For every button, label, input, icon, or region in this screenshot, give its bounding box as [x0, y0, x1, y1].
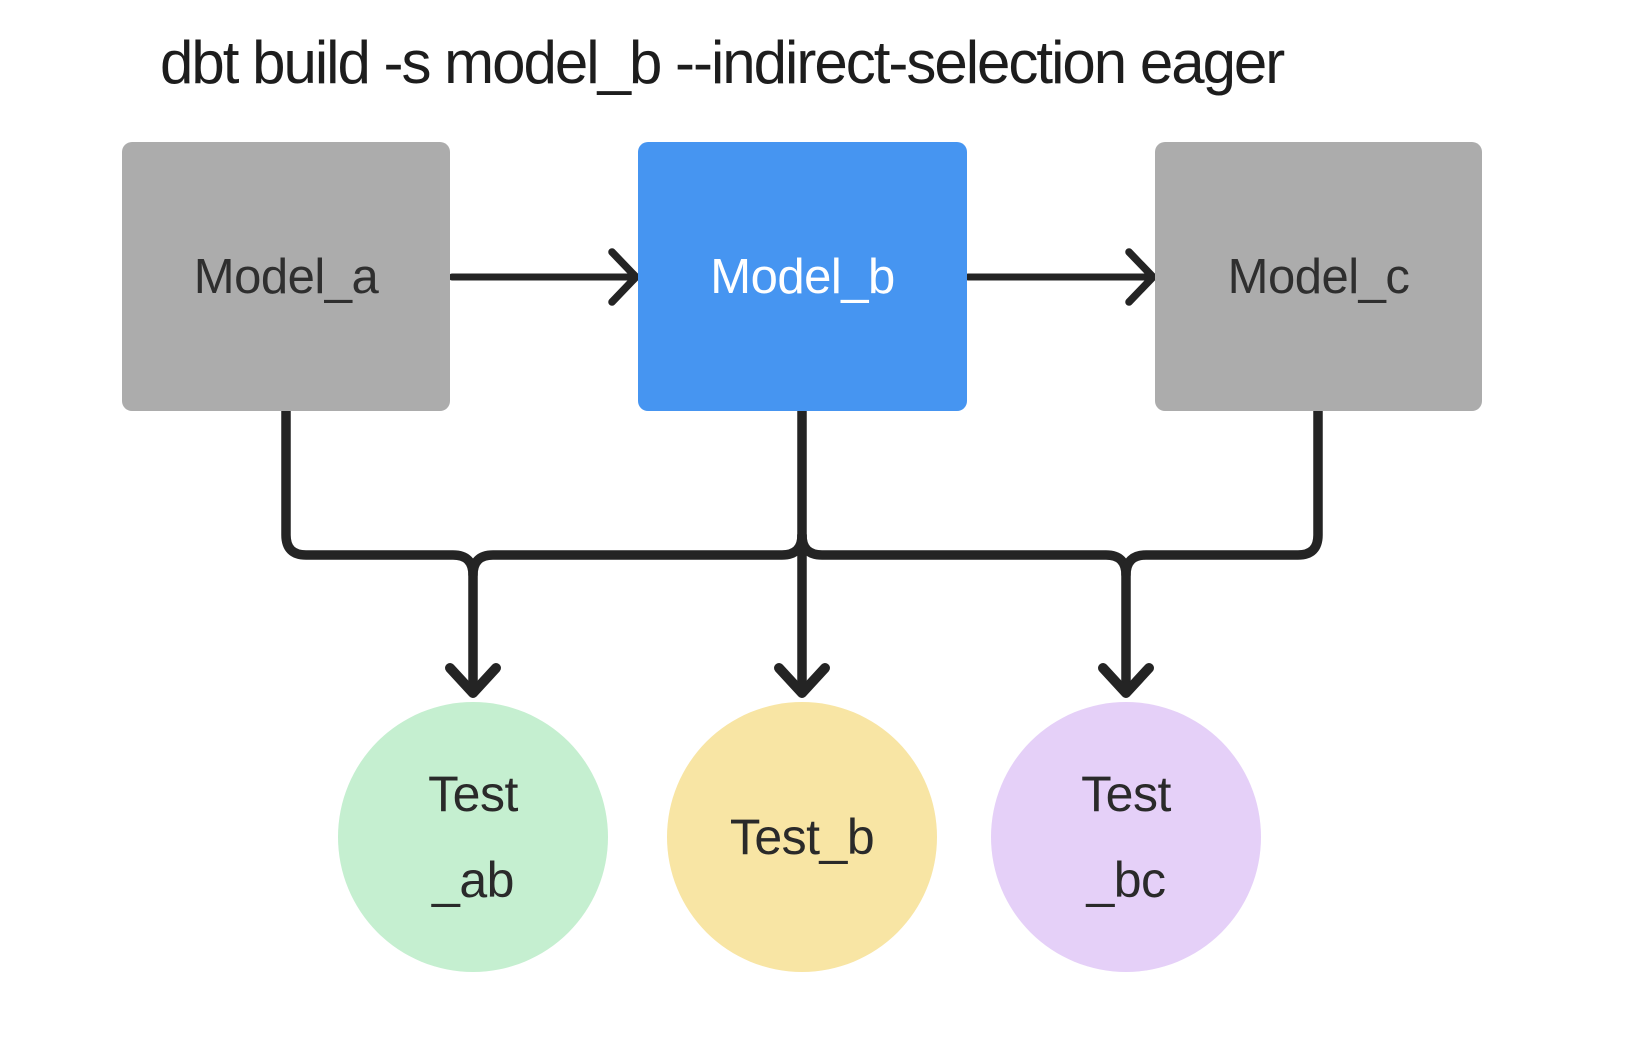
node-test-ab-label-line2: _ab	[432, 852, 514, 908]
node-test-bc-label-line2: _bc	[1086, 852, 1166, 908]
arrowhead-test-bc	[1098, 663, 1154, 698]
tree-bus-right	[797, 530, 1131, 693]
node-model-a: Model_a	[122, 142, 450, 411]
tree-bus-left	[468, 530, 807, 580]
node-test-ab: Test _ab	[338, 702, 608, 972]
node-test-b: Test_b	[667, 702, 937, 972]
node-model-c-label: Model_c	[1227, 249, 1410, 304]
node-test-b-label: Test_b	[729, 809, 875, 865]
node-model-a-label: Model_a	[193, 249, 379, 304]
tree-leg-model-c	[1121, 406, 1323, 580]
command-title: dbt build -s model_b --indirect-selectio…	[160, 29, 1285, 96]
tree-leg-model-a	[281, 406, 478, 693]
node-test-bc: Test _bc	[991, 702, 1261, 972]
arrowhead-model-c	[1125, 248, 1157, 306]
arrowhead-test-ab	[445, 663, 501, 698]
node-test-ab-label-line1: Test	[428, 766, 518, 822]
arrowhead-model-b	[608, 248, 640, 306]
arrowhead-test-b	[774, 663, 830, 698]
node-model-b: Model_b	[638, 142, 967, 411]
node-model-b-label: Model_b	[710, 249, 895, 304]
node-model-c: Model_c	[1155, 142, 1482, 411]
node-test-bc-label-line1: Test	[1081, 766, 1171, 822]
